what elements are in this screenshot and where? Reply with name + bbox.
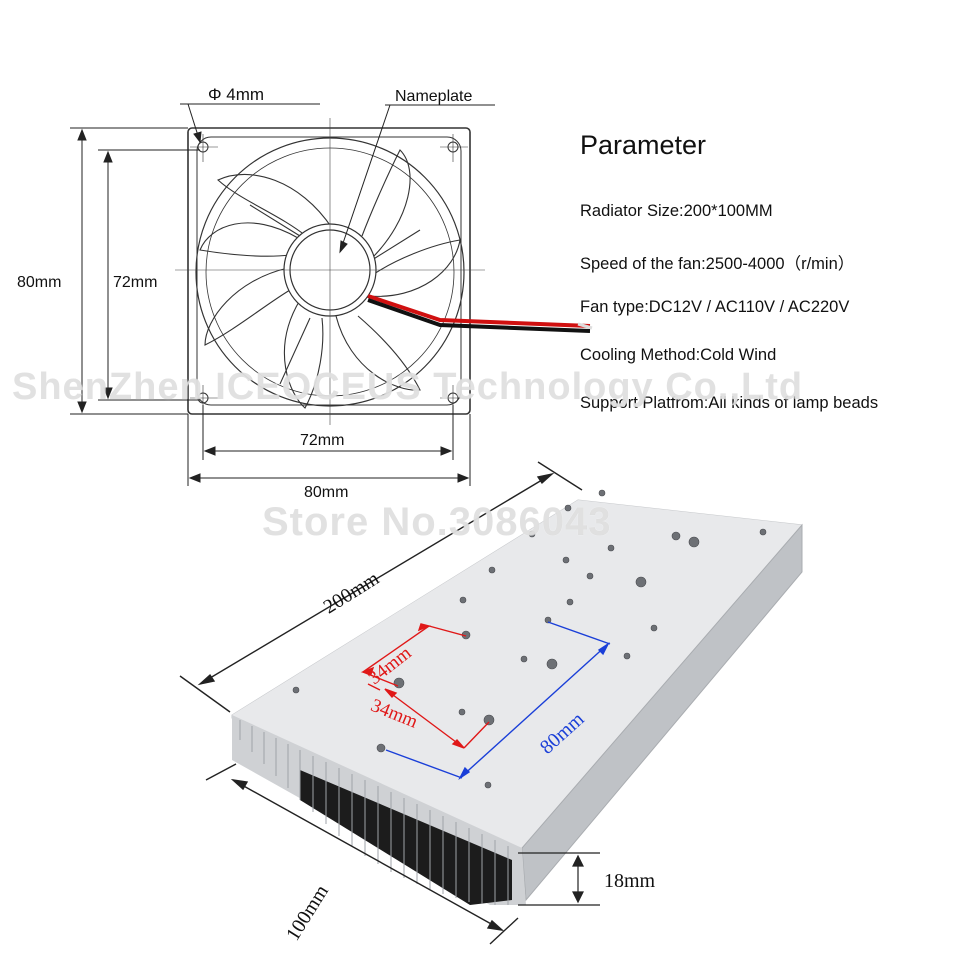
outer-height-label: 80mm [17,274,61,291]
parameter-cooling-method: Cooling Method:Cold Wind [580,346,777,364]
length-dimension [179,461,583,713]
parameter-support-platform: Support Platfrom:All kinds of lamp beads [580,394,879,412]
hole-spacing-blue-dimension [385,621,611,781]
heatsink-side-edge [521,523,803,902]
heatsink [231,489,803,905]
outer-width-dimension [187,414,471,486]
width-dimension [205,763,519,945]
mounting-holes [190,134,468,413]
height-dimension [518,852,600,906]
height-label: 18mm [604,870,656,892]
length-label: 200mm [320,567,384,618]
fan-wire [367,294,593,333]
inner-height-label: 72mm [113,274,157,291]
nameplate-leader [339,104,495,254]
outer-height-dimension [70,127,188,415]
store-watermark: Store No.3086043 [262,500,612,544]
parameter-fan-type: Fan type:DC12V / AC110V / AC220V [580,298,850,316]
parameter-radiator-size: Radiator Size:200*100MM [580,202,773,220]
heatsink-fins [239,720,509,905]
hole-diameter-leader [180,103,320,144]
width-label: 100mm [282,881,333,945]
company-watermark: ShenZhen ICEOCEUS Technology Co.,Ltd [12,366,804,408]
outer-width-label: 80mm [304,484,348,501]
inner-height-dimension [98,149,200,401]
fan-blades [199,149,461,409]
hole-diameter-label: Φ 4mm [208,85,264,104]
parameter-title: Parameter [580,130,707,160]
fan-centerlines [175,118,485,425]
hole-spacing-red-dimensions [360,623,490,749]
inner-width-label: 72mm [300,432,344,449]
fan-under-heatsink [300,770,512,905]
parameter-fan-speed: Speed of the fan:2500-4000（r/min） [580,255,855,273]
inner-width-dimension [202,405,454,460]
nameplate-label: Nameplate [395,88,472,105]
